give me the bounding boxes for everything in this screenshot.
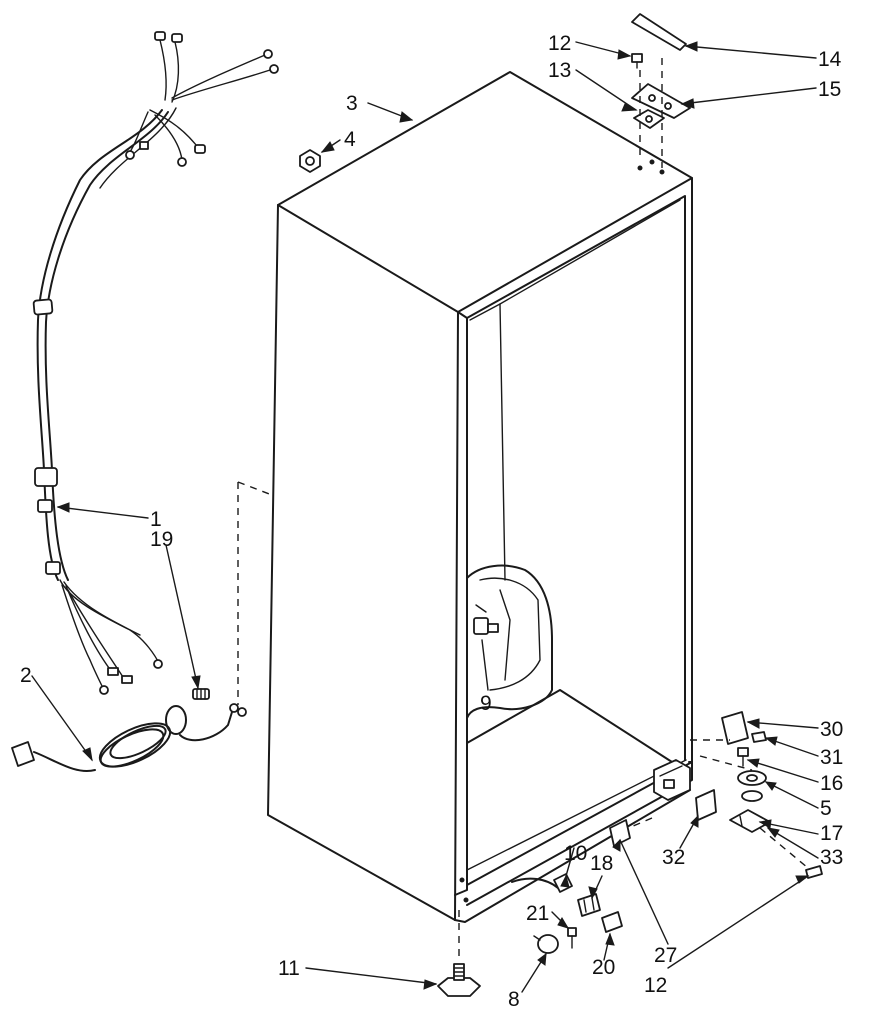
cord-guide [237,481,273,705]
callout-30: 30 [820,718,843,741]
callout-3: 3 [346,92,358,115]
power-cord [11,703,247,772]
part-11-leveling-leg [437,963,481,997]
callout-17: 17 [820,822,843,845]
wire-harness [32,31,279,695]
callout-12-bottom: 12 [644,974,667,997]
callout-12-top: 12 [548,32,571,55]
part-15-hinge [631,83,691,119]
part-27-block [609,819,631,847]
part-9-clip [473,604,499,635]
callout-14: 14 [818,48,842,71]
leader-9 [481,639,489,691]
part-13-shim [633,109,665,129]
part-32-plate [695,789,717,821]
part-17-washer [741,790,763,802]
callout-4: 4 [344,128,356,151]
part-20-block [601,911,623,933]
callout-15: 15 [818,78,841,101]
callout-27: 27 [654,944,677,967]
part-16-pin [737,747,749,767]
part-14-hinge-cover [631,13,687,51]
callout-16: 16 [820,772,843,795]
callout-8: 8 [508,988,520,1011]
part-19-connector [192,688,210,700]
part-8-cap [533,934,559,954]
callout-5: 5 [820,797,832,820]
arrowheads [56,41,810,990]
lower-hinge-assembly [653,759,691,801]
callout-19: 19 [150,528,173,551]
part-21-screw [567,927,577,949]
callout-10: 10 [564,842,587,865]
part-4-plug [299,149,321,173]
bottom-hinge-guide [611,739,809,869]
callout-labels: 1 2 3 4 5 8 9 10 11 12 12 13 14 15 16 17… [20,32,843,1011]
part-5-bushing [737,770,767,786]
callout-31: 31 [820,746,843,769]
part-12-screw-bottom [805,865,823,879]
callout-33: 33 [820,846,843,869]
callout-20: 20 [592,956,615,979]
leader-lines [31,41,819,993]
top-hinge-guide [639,58,663,168]
part-12-screw-top [631,53,643,69]
callout-13: 13 [548,59,571,82]
part-18-clip [577,893,601,917]
part-31-screw [751,731,767,743]
interior-fitting [466,564,553,719]
cabinet-shell [267,71,693,923]
callout-18: 18 [590,852,613,875]
callout-1: 1 [150,508,162,531]
part-30-cover [721,711,749,745]
callout-11: 11 [278,957,300,980]
callout-9: 9 [480,692,492,715]
callout-21: 21 [526,902,549,925]
callout-32: 32 [662,846,685,869]
callout-2: 2 [20,664,32,687]
